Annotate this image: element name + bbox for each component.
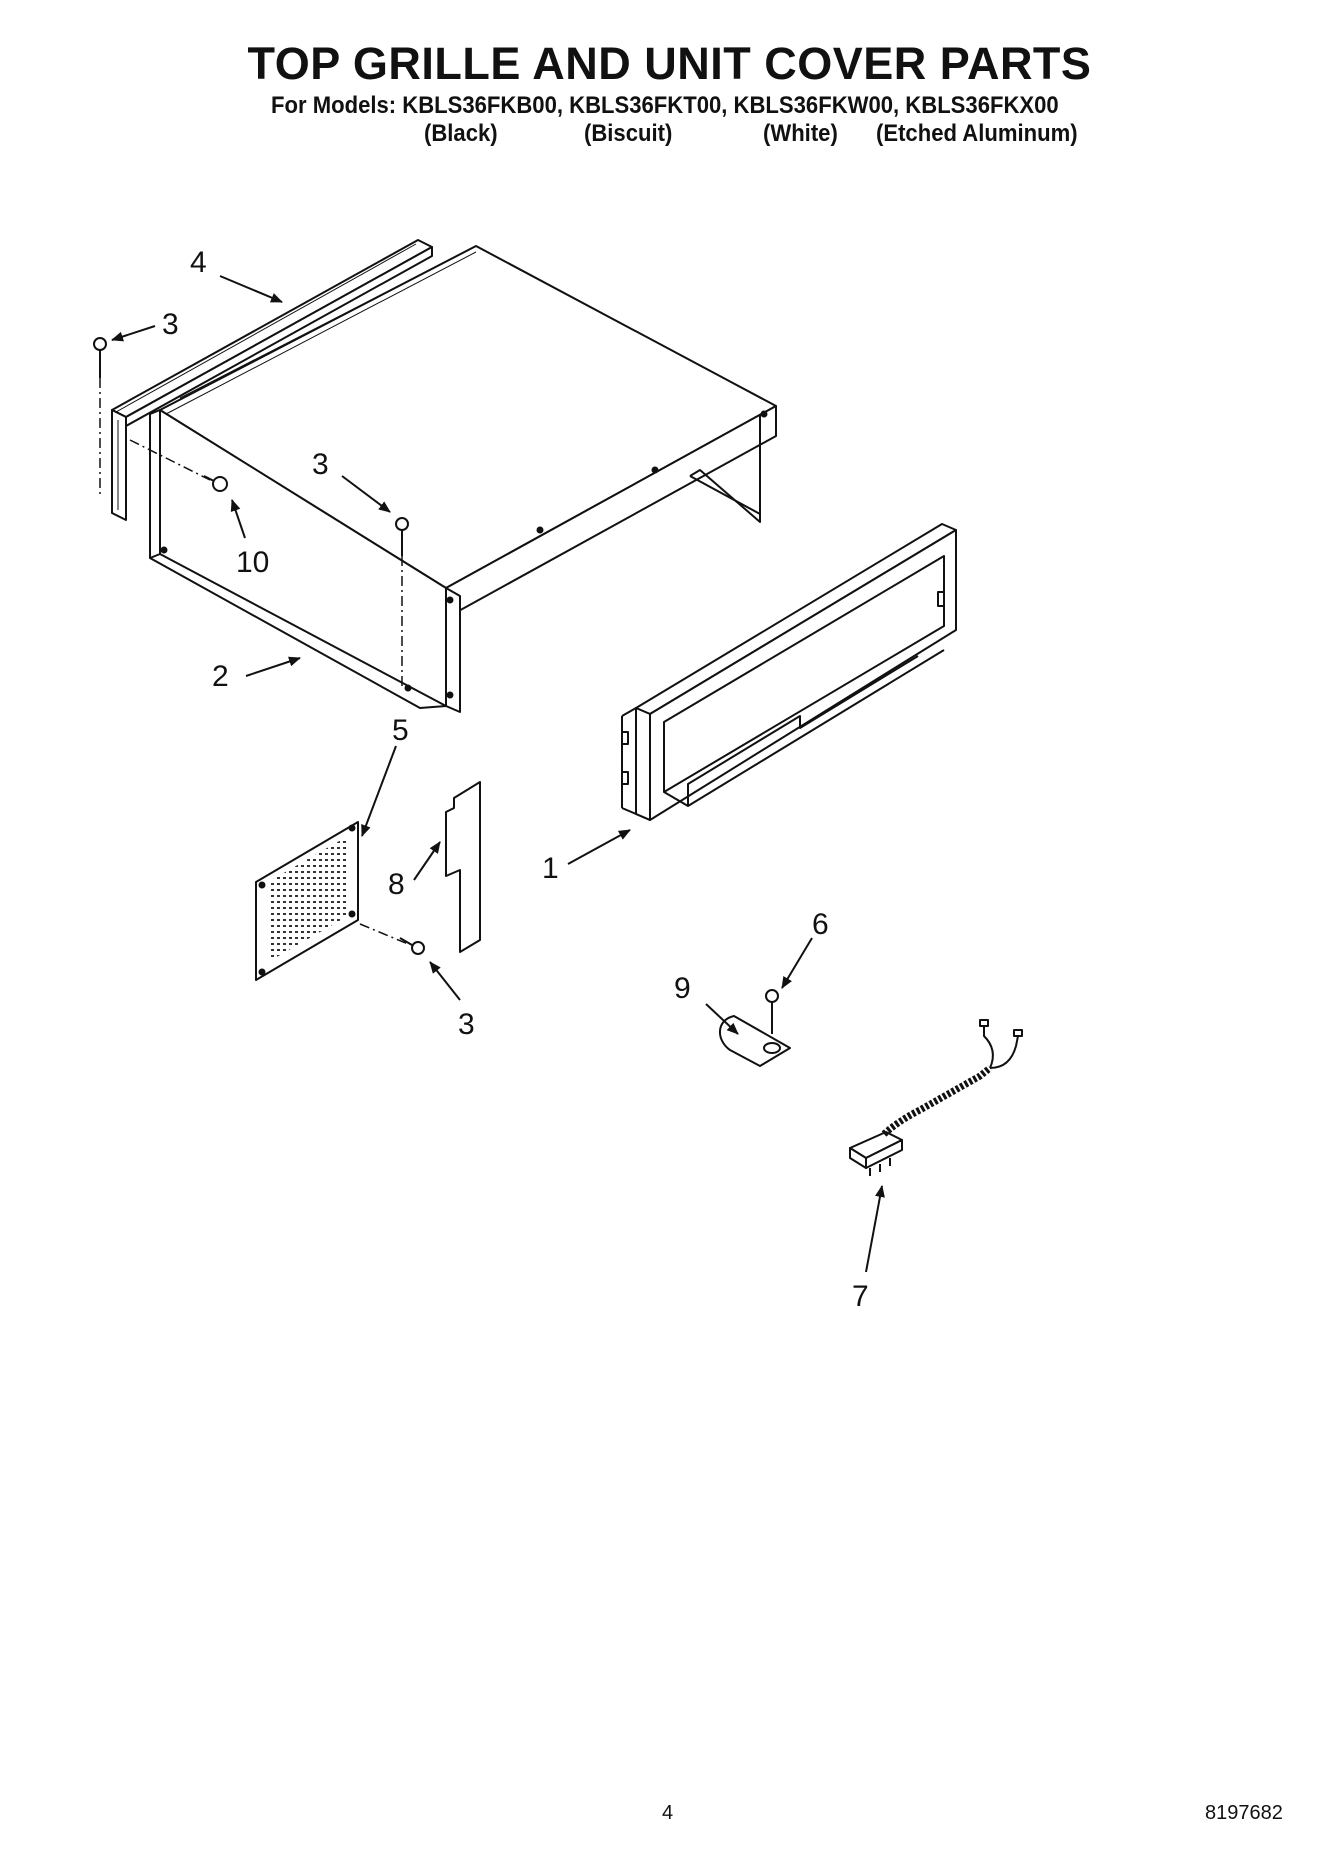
insulation-part-8 [445,781,481,953]
color-label-biscuit: (Biscuit) [584,120,673,147]
clamp-part-9 [719,1015,791,1067]
page-number: 4 [662,1802,674,1824]
document-number: 8197682 [1205,1802,1283,1824]
rear-flange-part-4 [111,239,433,521]
callout-2: 2 [212,660,229,693]
color-label-black: (Black) [424,120,498,147]
callout-1: 1 [542,852,559,885]
callout-9: 9 [674,972,691,1005]
alignment-lines [99,378,409,945]
callout-4: 4 [190,246,207,279]
leader-arrows [111,275,885,1273]
top-grille-frame-part-1 [621,523,957,821]
wire-harness-part-7 [849,1019,1023,1176]
unit-cover-part-2 [149,245,777,713]
louvered-panel-part-5 [255,821,359,981]
screw-part-3-rear [93,337,107,378]
callout-6: 6 [812,908,829,941]
callout-5: 5 [392,714,409,747]
screw-part-6 [765,989,779,1034]
page-title: TOP GRILLE AND UNIT COVER PARTS [247,38,1092,89]
callout-7: 7 [852,1280,869,1313]
callout-3-cover: 3 [312,448,329,481]
screw-part-3-panel [399,937,425,955]
callout-10: 10 [236,546,269,579]
color-label-white: (White) [763,120,838,147]
screw-part-10 [203,475,228,492]
models-line: For Models: KBLS36FKB00, KBLS36FKT00, KB… [271,92,1059,119]
screw-part-3-cover [395,517,409,556]
color-labels: (Black) (Biscuit) (White) (Etched Alumin… [0,120,1339,150]
color-label-etched-aluminum: (Etched Aluminum) [876,120,1078,147]
callout-3-panel: 3 [458,1008,475,1041]
callout-3-rear: 3 [162,308,179,341]
callout-8: 8 [388,868,405,901]
